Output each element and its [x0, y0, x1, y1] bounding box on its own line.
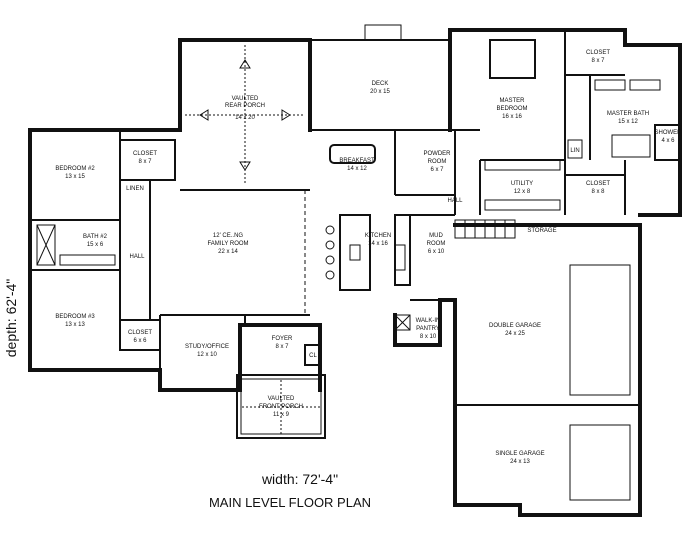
bedroom3-label: BEDROOM #3 [55, 314, 95, 320]
exterior-walls [28, 24, 682, 517]
garage-doors [569, 264, 631, 501]
shower-dim: 4 x 6 [661, 138, 675, 144]
closet-bed2-label: CLOSET [133, 151, 157, 157]
master-bedroom-dim: 16 x 16 [502, 114, 522, 120]
rear-porch-label-2: REAR PORCH [225, 103, 265, 109]
mud-room-dim: 6 x 10 [428, 249, 445, 255]
bedroom2-dim: 13 x 15 [65, 174, 85, 180]
closet-master-label: CLOSET [586, 50, 610, 56]
lin-master-label: LIN [570, 148, 579, 154]
rear-porch-label-1: VAULTED [232, 96, 259, 102]
cl-foyer-label: CL [309, 353, 317, 359]
pantry-dim: 8 x 10 [420, 334, 437, 340]
utility-label: UTILITY [511, 181, 533, 187]
master-bath-label: MASTER BATH [607, 111, 649, 117]
breakfast-label: BREAKFAST [339, 158, 375, 164]
mud-room-label-2: ROOM [427, 241, 446, 247]
closet-bed2-dim: 8 x 7 [138, 159, 152, 165]
deck-dim: 20 x 15 [370, 89, 390, 95]
closet-utility-label: CLOSET [586, 181, 610, 187]
closet-utility-dim: 8 x 8 [591, 189, 605, 195]
powder-room-label-2: ROOM [428, 159, 447, 165]
closet-bed3-dim: 6 x 6 [133, 338, 147, 344]
single-garage-dim: 24 x 13 [510, 459, 530, 465]
kitchen-dim: 14 x 16 [368, 241, 388, 247]
plan-title: MAIN LEVEL FLOOR PLAN [209, 495, 371, 510]
mud-room-label-1: MUD [429, 233, 443, 239]
double-garage-dim: 24 x 25 [505, 331, 525, 337]
front-porch-label-1: VAULTED [268, 396, 295, 402]
utility-dim: 12 x 8 [514, 189, 531, 195]
master-bedroom-label-1: MASTER [499, 98, 525, 104]
double-garage-label: DOUBLE GARAGE [489, 323, 541, 329]
foyer-dim: 8 x 7 [275, 344, 289, 350]
pantry-label-1: WALK-IN [416, 318, 441, 324]
master-fixtures [489, 39, 661, 159]
stair [454, 219, 516, 239]
bedroom2-label: BEDROOM #2 [55, 166, 95, 172]
room-labels: DECK 20 x 15 VAULTED REAR PORCH 14 x 20 … [55, 50, 682, 465]
front-porch [236, 374, 326, 439]
breakfast-dim: 14 x 12 [347, 166, 367, 172]
linen-label: LINEN [126, 186, 144, 192]
bath2-dim: 15 x 6 [87, 242, 104, 248]
kitchen-label: KITCHEN [365, 233, 391, 239]
rear-porch-dim: 14 x 20 [235, 115, 255, 121]
storage-label: STORAGE [527, 228, 556, 234]
closet-bed3-label: CLOSET [128, 330, 152, 336]
study-dim: 12 x 10 [197, 352, 217, 358]
family-room-dim: 22 x 14 [218, 249, 238, 255]
width-label: width: 72'-4" [261, 471, 338, 487]
front-porch-dim: 11 x 9 [273, 412, 290, 418]
hall-center-label: HALL [447, 198, 463, 204]
single-garage-label: SINGLE GARAGE [495, 451, 544, 457]
study-label: STUDY/OFFICE [185, 344, 229, 350]
powder-room-dim: 6 x 7 [430, 167, 444, 173]
hall-left-label: HALL [129, 254, 145, 260]
shower-label: SHOWER [655, 130, 683, 136]
depth-label: depth: 62'-4" [3, 279, 19, 358]
powder-room-label-1: POWDER [424, 151, 452, 157]
interior-walls [30, 30, 681, 390]
deck-label: DECK [372, 81, 389, 87]
family-room-label: FAMILY ROOM [207, 241, 248, 247]
foyer-label: FOYER [272, 336, 293, 342]
master-bedroom-label-2: BEDROOM [496, 106, 527, 112]
pantry-label-2: PANTRY [416, 326, 440, 332]
rear-porch-beams [185, 45, 305, 185]
front-porch-label-2: FRONT PORCH [259, 404, 303, 410]
family-room-ceiling: 12' CE..NG [213, 233, 243, 239]
closet-master-dim: 8 x 7 [591, 58, 605, 64]
bedroom3-dim: 13 x 13 [65, 322, 85, 328]
master-bath-dim: 15 x 12 [618, 119, 638, 125]
kitchen-fixtures [325, 144, 411, 331]
bath2-label: BATH #2 [83, 234, 108, 240]
